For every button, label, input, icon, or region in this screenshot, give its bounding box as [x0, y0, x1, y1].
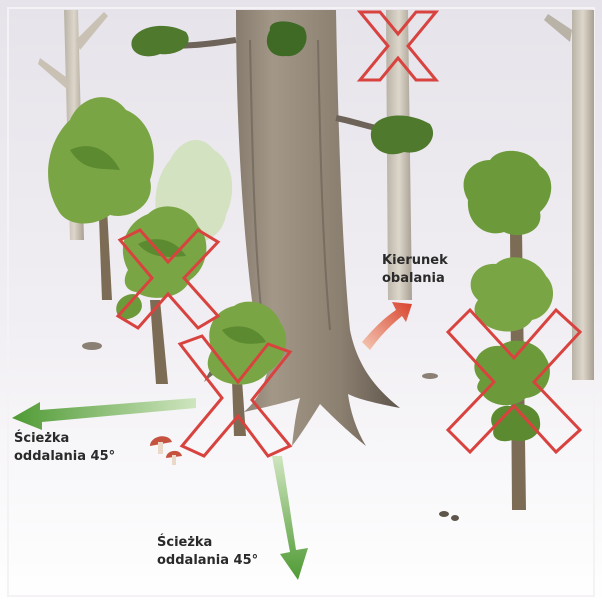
escape-path-down-label-line1: Ścieżka [157, 534, 258, 552]
felling-direction-label-line2: obalania [382, 270, 448, 288]
felling-direction-label-line1: Kierunek [382, 252, 448, 270]
escape-path-down-label-line2: oddalania 45° [157, 552, 258, 570]
escape-path-down-label: Ścieżka oddalania 45° [157, 534, 258, 570]
escape-path-left-label: Ścieżka oddalania 45° [14, 430, 115, 466]
escape-path-left-label-line2: oddalania 45° [14, 448, 115, 466]
escape-path-left-label-line1: Ścieżka [14, 430, 115, 448]
felling-direction-label: Kierunek obalania [382, 252, 448, 288]
